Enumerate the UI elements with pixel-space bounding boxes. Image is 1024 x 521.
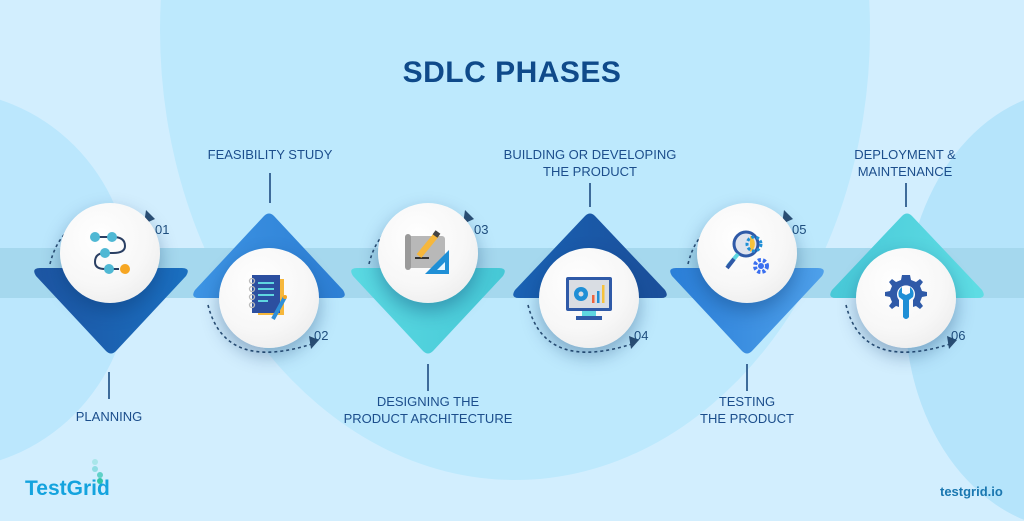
phase-2-arc-arrow xyxy=(207,304,319,353)
phase-6-arc-arrow xyxy=(845,304,957,353)
phase-1-node xyxy=(60,203,160,303)
phase-5-label: TESTING THE PRODUCT xyxy=(700,394,794,426)
phase-3-label: DESIGNING THE PRODUCT ARCHITECTURE xyxy=(343,394,513,426)
brand-logo-dots-icon xyxy=(92,459,103,484)
phase-2-connector xyxy=(269,173,271,203)
phase-6-label: DEPLOYMENT & MAINTENANCE xyxy=(854,147,956,179)
monitor-gear-chart-icon xyxy=(566,277,612,320)
phase-3-node xyxy=(378,203,478,303)
magnifier-gear-icon xyxy=(725,230,769,274)
blueprint-ruler-icon xyxy=(405,230,449,274)
phase-1-number: 01 xyxy=(155,222,170,237)
gear-wrench-icon xyxy=(885,275,927,319)
phase-6-node xyxy=(856,248,956,348)
phase-5-node xyxy=(697,203,797,303)
phase-3-connector xyxy=(427,364,429,391)
page-title: SDLC PHASES xyxy=(402,56,622,89)
phase-4-arc-arrow xyxy=(527,304,639,353)
phase-2-number: 02 xyxy=(314,328,329,343)
phase-4-label: BUILDING OR DEVELOPING THE PRODUCT xyxy=(503,147,677,179)
phase-1-triangle xyxy=(34,268,188,354)
phase-4-number: 04 xyxy=(634,328,649,343)
notepad-pencil-icon xyxy=(248,275,287,320)
phase-3-triangle xyxy=(351,268,505,354)
phase-3-number: 03 xyxy=(474,222,489,237)
website-link[interactable]: testgrid.io xyxy=(940,484,1003,499)
brand-logo: TestGrid xyxy=(25,477,110,500)
phase-1-label: PLANNING xyxy=(75,409,143,424)
workflow-path-icon xyxy=(90,232,130,274)
phase-4-connector xyxy=(589,183,591,207)
phase-2-node xyxy=(219,248,319,348)
phase-6-connector xyxy=(905,183,907,207)
phase-5-triangle xyxy=(670,268,824,354)
phase-4-node xyxy=(539,248,639,348)
phase-5-connector xyxy=(746,364,748,391)
phase-1-connector xyxy=(108,372,110,399)
phase-6-number: 06 xyxy=(951,328,966,343)
phase-2-label: FEASIBILITY STUDY xyxy=(207,147,333,162)
phase-5-number: 05 xyxy=(792,222,807,237)
